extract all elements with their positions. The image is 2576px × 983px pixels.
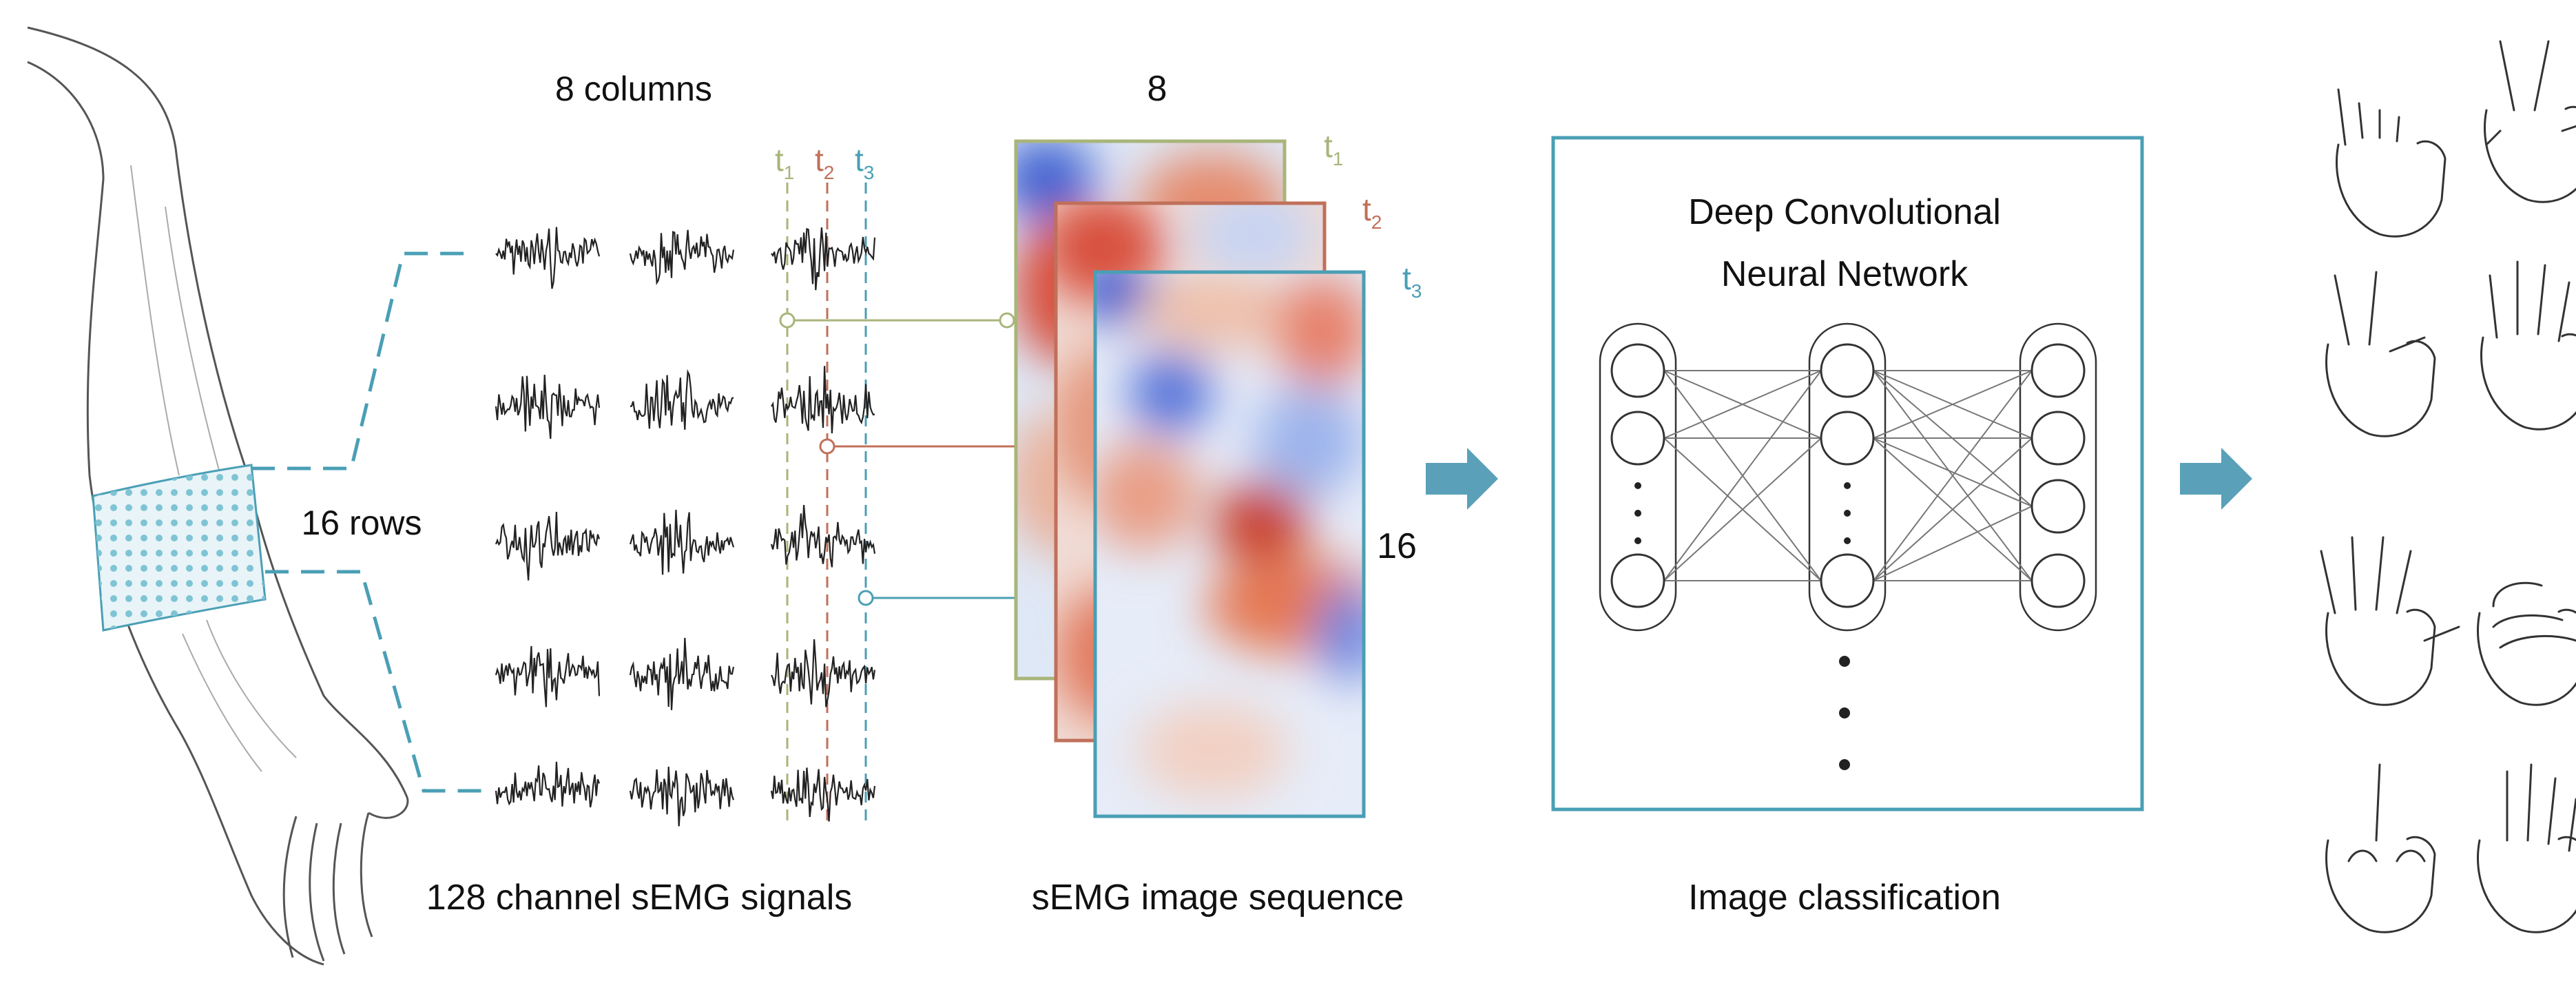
ellipsis-dot: [1839, 656, 1850, 667]
nn-node: [1610, 411, 1665, 466]
nn-connection: [1873, 437, 2033, 507]
nn-node: [1820, 411, 1875, 466]
semg-trace: [495, 645, 601, 707]
image-height-label: 16: [1377, 526, 1417, 566]
svg-text:t2: t2: [815, 142, 834, 183]
ellipsis-dot: [1844, 510, 1851, 517]
time-markers: t1 t2 t3: [775, 142, 874, 827]
semg-trace: [630, 369, 734, 430]
ellipsis-dot: [1839, 759, 1850, 770]
layer-capsule: [1808, 322, 1887, 632]
t2-label: t: [815, 142, 824, 178]
nn-connection: [1873, 370, 2033, 581]
svg-text:t3: t3: [855, 142, 874, 183]
hand-gesture-icon: [2480, 260, 2576, 431]
ellipsis-dot: [1844, 482, 1851, 489]
arrow-right-icon: [2180, 448, 2252, 510]
hand-gesture-icon: [2336, 88, 2447, 238]
ellipsis-dot: [1634, 510, 1641, 517]
t3-subscript: 3: [864, 162, 875, 183]
t1-label: t: [775, 142, 784, 178]
cnn-box: [1551, 136, 2144, 811]
ellipsis-dot: [1839, 707, 1850, 718]
nn-node: [2030, 343, 2086, 398]
nn-node: [2030, 479, 2086, 534]
sleeve-connectors: [251, 251, 482, 793]
semg-trace: [495, 374, 601, 439]
semg-trace: [495, 511, 601, 581]
semg-signal-traces: [495, 227, 876, 827]
semg-trace: [771, 639, 876, 707]
nn-node: [2030, 411, 2086, 466]
hand-gesture-icon: [2484, 40, 2576, 203]
semg-trace: [495, 761, 601, 808]
layer-capsule: [1599, 322, 1677, 632]
images-caption: sEMG image sequence: [1032, 878, 1404, 918]
semg-image-frame-3: [1093, 270, 1366, 818]
nn-connection: [1663, 437, 1822, 581]
neural-network-graph: [1599, 322, 2097, 770]
semg-trace: [629, 637, 735, 710]
nn-node: [2030, 553, 2086, 608]
ellipsis-dot: [1634, 537, 1641, 544]
columns-label: 8 columns: [555, 70, 712, 108]
frame-3-time: t3: [1402, 260, 1422, 302]
nn-node: [1610, 343, 1665, 398]
electrode-sleeve: [92, 464, 267, 632]
semg-trace: [629, 510, 735, 575]
nn-connection: [1873, 506, 2033, 581]
classification-caption: Image classification: [1688, 878, 2001, 918]
frame-1-time: t1: [1324, 128, 1343, 169]
nn-connection: [1663, 370, 1822, 581]
nn-node: [1610, 553, 1665, 608]
t1-subscript: 1: [784, 162, 795, 183]
nn-node: [1820, 553, 1875, 608]
ellipsis-dot: [1634, 482, 1641, 489]
t2-subscript: 2: [824, 162, 835, 183]
semg-trace: [771, 366, 875, 434]
hand-gesture-icon: [2477, 763, 2576, 933]
gesture-icons: [2320, 40, 2576, 933]
frame-2-time: t2: [1362, 192, 1382, 233]
hand-gesture-icon: [2325, 271, 2436, 437]
ellipsis-dot: [1844, 537, 1851, 544]
hand-gesture-icon: [2325, 763, 2436, 933]
semg-trace: [770, 505, 876, 568]
semg-trace: [629, 766, 735, 827]
nn-connection: [1873, 370, 2033, 439]
hand-gesture-icon: [2320, 536, 2460, 706]
layer-capsule: [2019, 322, 2097, 632]
nn-connection: [1873, 437, 2033, 581]
rows-label: 16 rows: [301, 504, 422, 542]
cnn-title-line-1: Deep Convolutional: [1688, 192, 2001, 232]
image-width-label: 8: [1147, 69, 1167, 109]
semg-trace: [629, 229, 735, 286]
nn-connection: [1663, 370, 1822, 439]
t3-label: t: [855, 142, 864, 178]
semg-trace: [495, 227, 601, 289]
semg-trace: [771, 227, 876, 291]
svg-text:t1: t1: [775, 142, 794, 183]
semg-trace: [770, 767, 876, 822]
nn-node: [1820, 343, 1875, 398]
signals-caption: 128 channel sEMG signals: [426, 878, 853, 918]
arrow-right-icon: [1426, 448, 1498, 510]
cnn-title-line-2: Neural Network: [1721, 254, 1969, 294]
hand-gesture-icon: [2477, 581, 2576, 706]
